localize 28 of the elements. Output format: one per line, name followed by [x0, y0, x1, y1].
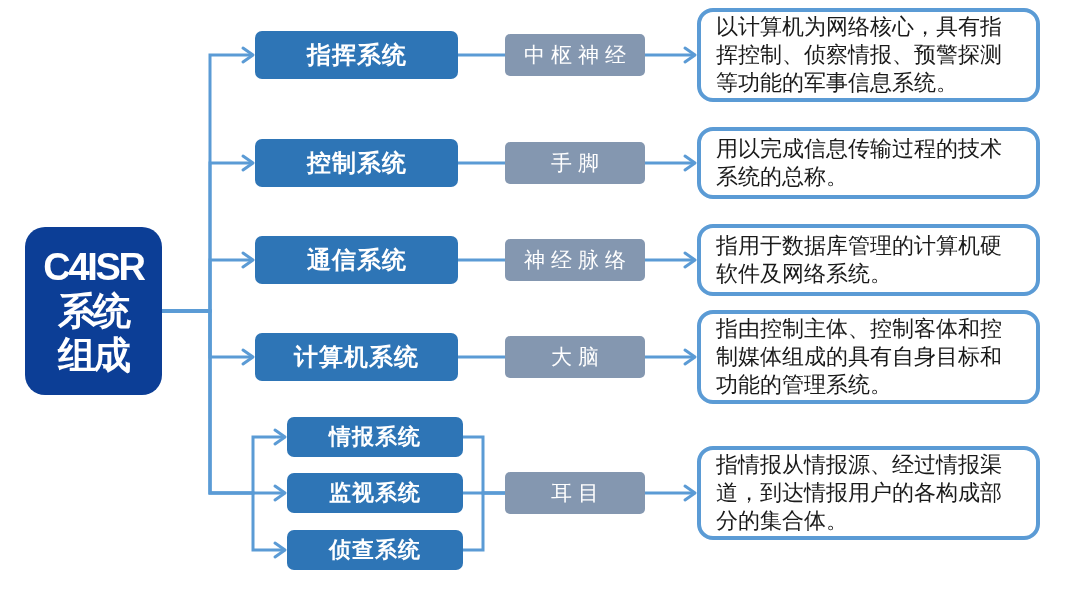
system-box: 监视系统 [287, 473, 463, 513]
system-box: 通信系统 [255, 236, 458, 284]
role-box: 中枢神经 [505, 34, 645, 76]
connector-line [458, 355, 505, 359]
description-box: 指用于数据库管理的计算机硬软件及网络系统。 [697, 224, 1040, 296]
arrow [645, 46, 697, 64]
system-box: 控制系统 [255, 139, 458, 187]
role-box: 手脚 [505, 142, 645, 184]
arrow [645, 154, 697, 172]
description-box: 用以完成信息传输过程的技术系统的总称。 [697, 127, 1040, 199]
connector-line [458, 258, 505, 262]
description-box: 指情报从情报源、经过情报渠道，到达情报用户的各构成部分的集合体。 [697, 446, 1040, 540]
arrow [645, 348, 697, 366]
connector-line [463, 491, 505, 552]
connector-line [458, 161, 505, 165]
role-box: 耳目 [505, 472, 645, 514]
arrow [645, 484, 697, 502]
description-box: 以计算机为网络核心，具有指挥控制、侦察情报、预警探测等功能的军事信息系统。 [697, 8, 1040, 102]
system-box: 指挥系统 [255, 31, 458, 79]
role-box: 神经脉络 [505, 239, 645, 281]
connector-line [458, 53, 505, 57]
arrow [645, 251, 697, 269]
role-box: 大脑 [505, 336, 645, 378]
title-box: C4ISR系统组成 [25, 227, 162, 395]
system-box: 情报系统 [287, 417, 463, 457]
system-box: 侦查系统 [287, 530, 463, 570]
system-box: 计算机系统 [255, 333, 458, 381]
description-box: 指由控制主体、控制客体和控制媒体组成的具有自身目标和功能的管理系统。 [697, 310, 1040, 404]
